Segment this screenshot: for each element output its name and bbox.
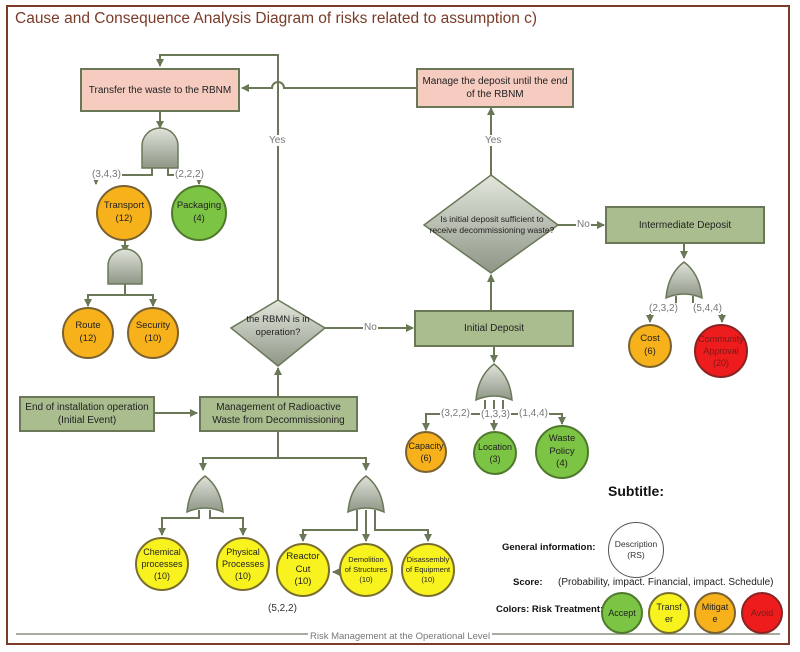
risk-physical-processes: Physical Processes (10) <box>216 537 270 591</box>
risk-transport: Transport (12) <box>96 185 152 241</box>
diagram-title: Cause and Consequence Analysis Diagram o… <box>15 10 538 27</box>
decision-sufficient-text: Is initial deposit sufficient to receive… <box>429 214 555 236</box>
risk-demolition-structures: Demolition of Structures (10) <box>339 543 393 597</box>
legend-score-text: (Probability, impact. Financial, impact.… <box>558 577 774 588</box>
risk-cost: Cost (6) <box>628 324 672 368</box>
decision-rbmn-operation <box>229 299 327 367</box>
diagram-frame <box>6 5 790 645</box>
legend-mitigate: Mitigat e <box>694 592 736 634</box>
box-management-radioactive-waste: Management of Radioactive Waste from Dec… <box>199 396 358 432</box>
risk-packaging: Packaging (4) <box>171 185 227 241</box>
risk-community-approval: Community Approval (20) <box>694 324 748 378</box>
risk-route: Route (12) <box>62 307 114 359</box>
or-gate-initial <box>475 363 513 402</box>
label-no-rbmn: No <box>363 322 378 333</box>
risk-security: Security (10) <box>127 307 179 359</box>
score-community: (5,4,4) <box>692 303 723 314</box>
legend-transfer: Transf er <box>648 592 690 634</box>
footer-label: Risk Management at the Operational Level <box>308 631 493 642</box>
or-gate-dismantling <box>347 475 385 514</box>
legend-colors-label: Colors: Risk Treatment: <box>496 604 604 615</box>
legend-accept: Accept <box>601 592 643 634</box>
or-gate-processes <box>186 475 224 514</box>
box-manage-deposit: Manage the deposit until the end of the … <box>416 68 574 108</box>
legend-score-label: Score: <box>513 577 543 588</box>
box-intermediate-deposit: Intermediate Deposit <box>605 206 765 244</box>
score-transport: (3,4,3) <box>91 169 122 180</box>
score-waste-policy: (1,4,4) <box>518 408 549 419</box>
score-packaging: (2,2,2) <box>174 169 205 180</box>
and-gate-transfer <box>141 127 179 169</box>
label-yes-sufficient: Yes <box>484 135 503 146</box>
risk-capacity: Capacity (6) <box>405 431 447 473</box>
box-transfer-waste: Transfer the waste to the RBNM <box>80 68 240 112</box>
label-yes-rbmn: Yes <box>268 135 287 146</box>
legend-general-info-circle: Description (RS) <box>608 522 664 578</box>
label-no-sufficient: No <box>576 219 591 230</box>
score-cost: (2,3,2) <box>648 303 679 314</box>
risk-location: Location (3) <box>473 431 517 475</box>
score-location: (1,3,3) <box>480 409 511 420</box>
decision-rbmn-text: the RBMN is in operation? <box>246 314 310 338</box>
score-capacity: (3,2,2) <box>440 408 471 419</box>
risk-chemical-processes: Chemical processes (10) <box>135 537 189 591</box>
legend-avoid: Avoid <box>741 592 783 634</box>
legend-subtitle: Subtitle: <box>608 483 664 499</box>
decision-initial-sufficient <box>422 174 560 274</box>
connector-manage-to-transfer <box>241 81 416 92</box>
score-bottom: (5,2,2) <box>267 603 298 614</box>
box-initial-deposit: Initial Deposit <box>414 310 574 347</box>
legend-general-info-label: General information: <box>502 542 596 553</box>
risk-disassembly-equipment: Disassembly of Equipment (10) <box>401 543 455 597</box>
connector-yes-to-transfer <box>156 54 279 300</box>
risk-waste-policy: Waste Policy (4) <box>535 425 589 479</box>
or-gate-intermediate <box>665 261 703 300</box>
and-gate-transport <box>107 248 143 285</box>
risk-reactor-cut: Reactor Cut (10) <box>276 543 330 597</box>
box-end-of-installation: End of installation operation (Initial E… <box>19 396 155 432</box>
